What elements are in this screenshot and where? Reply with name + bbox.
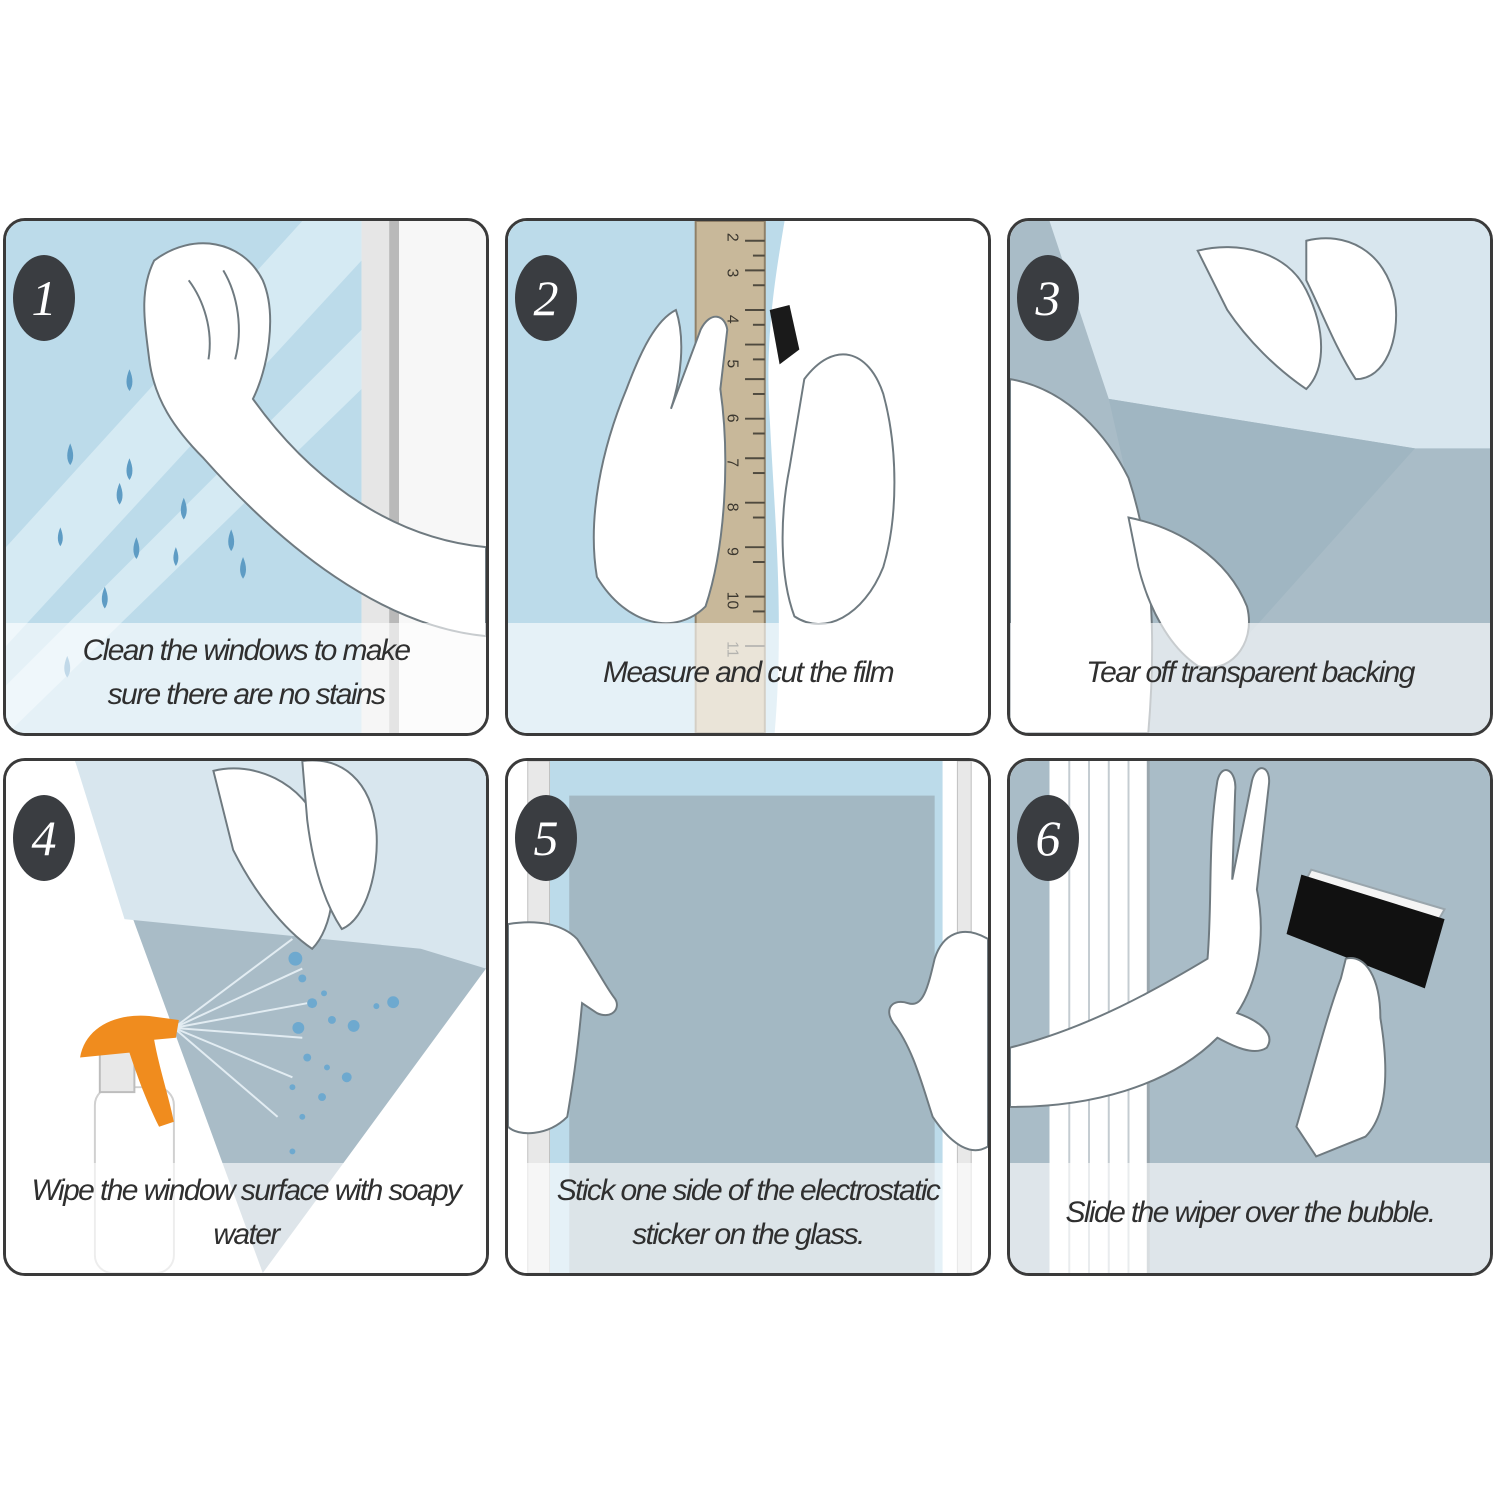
caption-band (6, 623, 486, 733)
ruler-ticks (745, 239, 765, 648)
soap-bubbles (288, 951, 400, 1155)
cutter-icon (769, 305, 800, 365)
step-caption: Wipe the window surface with soapy water (31, 1174, 463, 1251)
ruler-number: 5 (723, 359, 740, 368)
step-caption: Stick one side of the electrostatic stic… (556, 1174, 941, 1251)
step-caption: Measure and cut the film (602, 656, 895, 689)
step-panel-4: 4 Wipe the window surface with soapy wat… (3, 758, 489, 1276)
ruler-number: 3 (723, 268, 740, 277)
caption-band (508, 623, 988, 733)
step-number-badge: 6 (1017, 795, 1079, 881)
ruler-number: 7 (723, 458, 740, 467)
step-panel-6: 6 Slide the wiper over the bubble. (1007, 758, 1493, 1276)
ruler-number: 10 (723, 592, 740, 610)
step-panel-2: 2 3 4 5 6 7 8 9 10 11 2 Measure and cut … (505, 218, 991, 736)
ruler-number: 9 (723, 547, 740, 556)
spray-mist (173, 938, 308, 1118)
step-panel-1: 1 Clean the windows to make sure there a… (3, 218, 489, 736)
caption-band (1010, 1163, 1490, 1273)
step-number-badge: 2 (515, 255, 577, 341)
squeegee-icon (1286, 868, 1447, 989)
caption-band (6, 1163, 486, 1273)
step-number-badge: 3 (1017, 255, 1079, 341)
ruler-number: 2 (723, 233, 740, 242)
instruction-grid: 1 Clean the windows to make sure there a… (0, 218, 1497, 1280)
ruler-number: 8 (723, 503, 740, 512)
step-caption: Slide the wiper over the bubble. (1065, 1196, 1436, 1229)
step-caption: Clean the windows to make sure there are… (82, 634, 411, 711)
step-panel-3: 3 Tear off transparent backing (1007, 218, 1493, 736)
step-caption: Tear off transparent backing (1086, 656, 1415, 689)
water-drops (57, 369, 246, 678)
caption-band (1010, 623, 1490, 733)
caption-band (508, 1163, 988, 1273)
step-panel-5: 5 Stick one side of the electrostatic st… (505, 758, 991, 1276)
step-number-badge: 1 (13, 255, 75, 341)
ruler-number: 6 (723, 414, 740, 423)
step-number-badge: 5 (515, 795, 577, 881)
ruler-number: 4 (723, 315, 740, 324)
step-number-badge: 4 (13, 795, 75, 881)
